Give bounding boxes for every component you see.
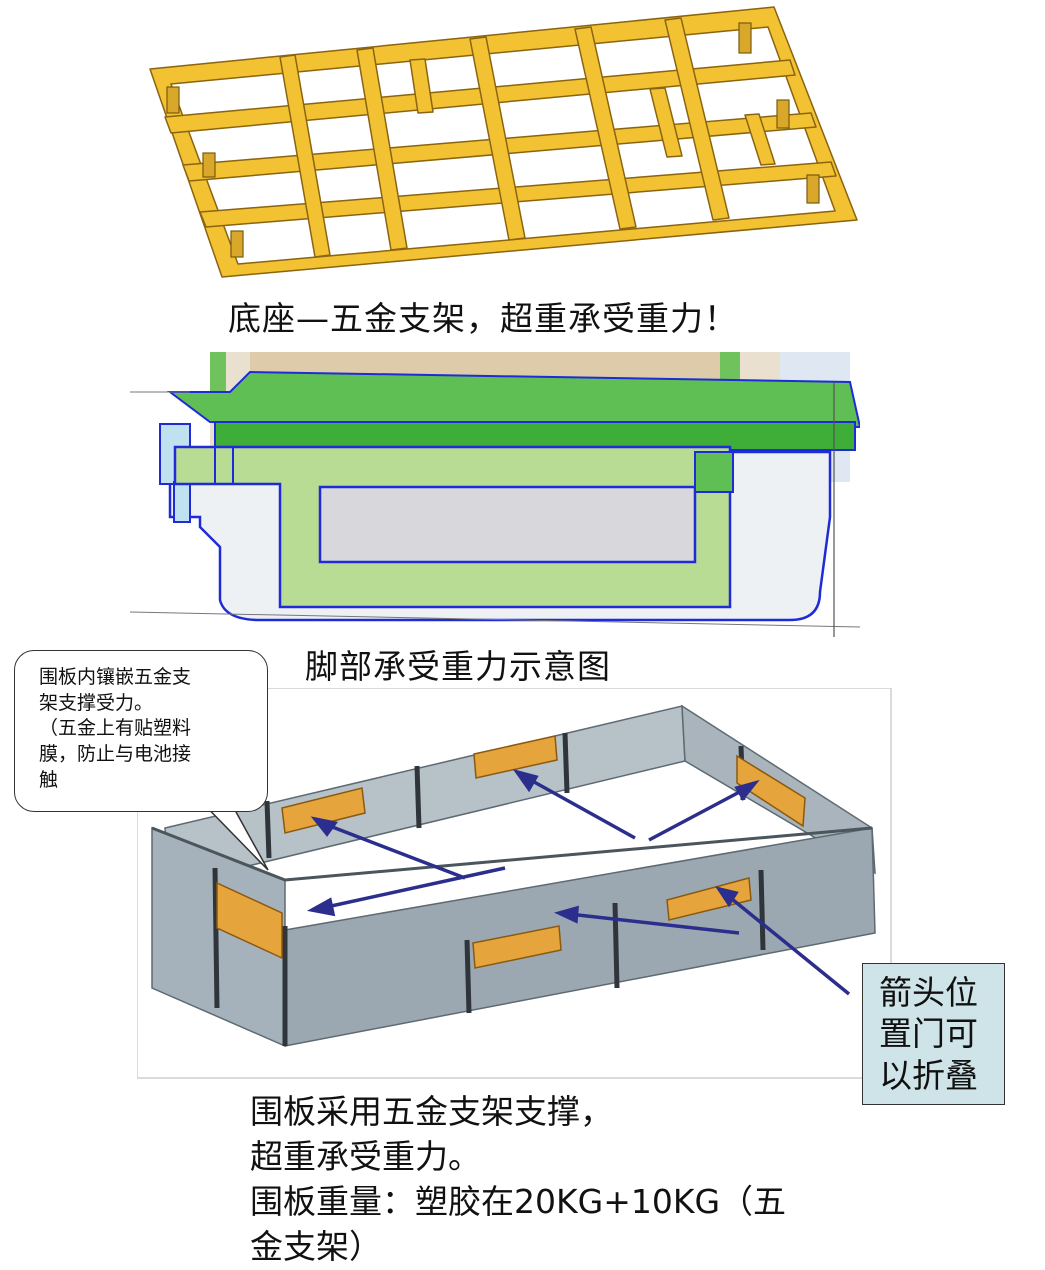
arrow-note-box: 箭头位 置门可 以折叠 [862, 963, 1005, 1105]
frame-posts [212, 732, 766, 1046]
description-line: 超重承受重力。 [250, 1136, 481, 1176]
foot-section-caption: 脚部承受重力示意图 [305, 647, 611, 686]
base-frame [149, 6, 858, 278]
callout-line: 触 [39, 768, 59, 791]
foot-section-illustration [130, 352, 860, 637]
direction-arrows [306, 769, 851, 996]
fence-description: 围板采用五金支架支撑， 超重承受重力。 围板重量：塑胶在20KG+10KG（五 … [250, 1090, 786, 1270]
guide-line [130, 611, 860, 628]
frame-brackets [166, 22, 820, 258]
arrow-note-line: 以折叠 [879, 1055, 978, 1095]
fence-panel-illustration [137, 688, 892, 1079]
description-line: 围板采用五金支架支撑， [250, 1092, 613, 1131]
green-cover-band [167, 370, 860, 451]
hinge-plates [216, 735, 806, 969]
green-section [173, 445, 734, 609]
base-frame-illustration [149, 6, 858, 278]
description-line: 金支架） [250, 1226, 382, 1266]
base-frame-caption: 底座—五金支架，超重承受重力！ [228, 299, 738, 338]
callout-bubble: 围板内镶嵌五金支 架支撑受力。 （五金上有贴塑料 膜，防止与电池接 触 [14, 650, 268, 812]
callout-line: 架支撑受力。 [39, 691, 154, 714]
description-line: 围板重量：塑胶在20KG+10KG（五 [250, 1181, 787, 1221]
arrow-note-line: 置门可 [879, 1014, 978, 1054]
arrow-note-line: 箭头位 [879, 973, 978, 1012]
callout-line: （五金上有贴塑料 [39, 717, 192, 740]
callout-line: 围板内镶嵌五金支 [39, 666, 192, 688]
callout-line: 膜，防止与电池接 [39, 742, 192, 765]
